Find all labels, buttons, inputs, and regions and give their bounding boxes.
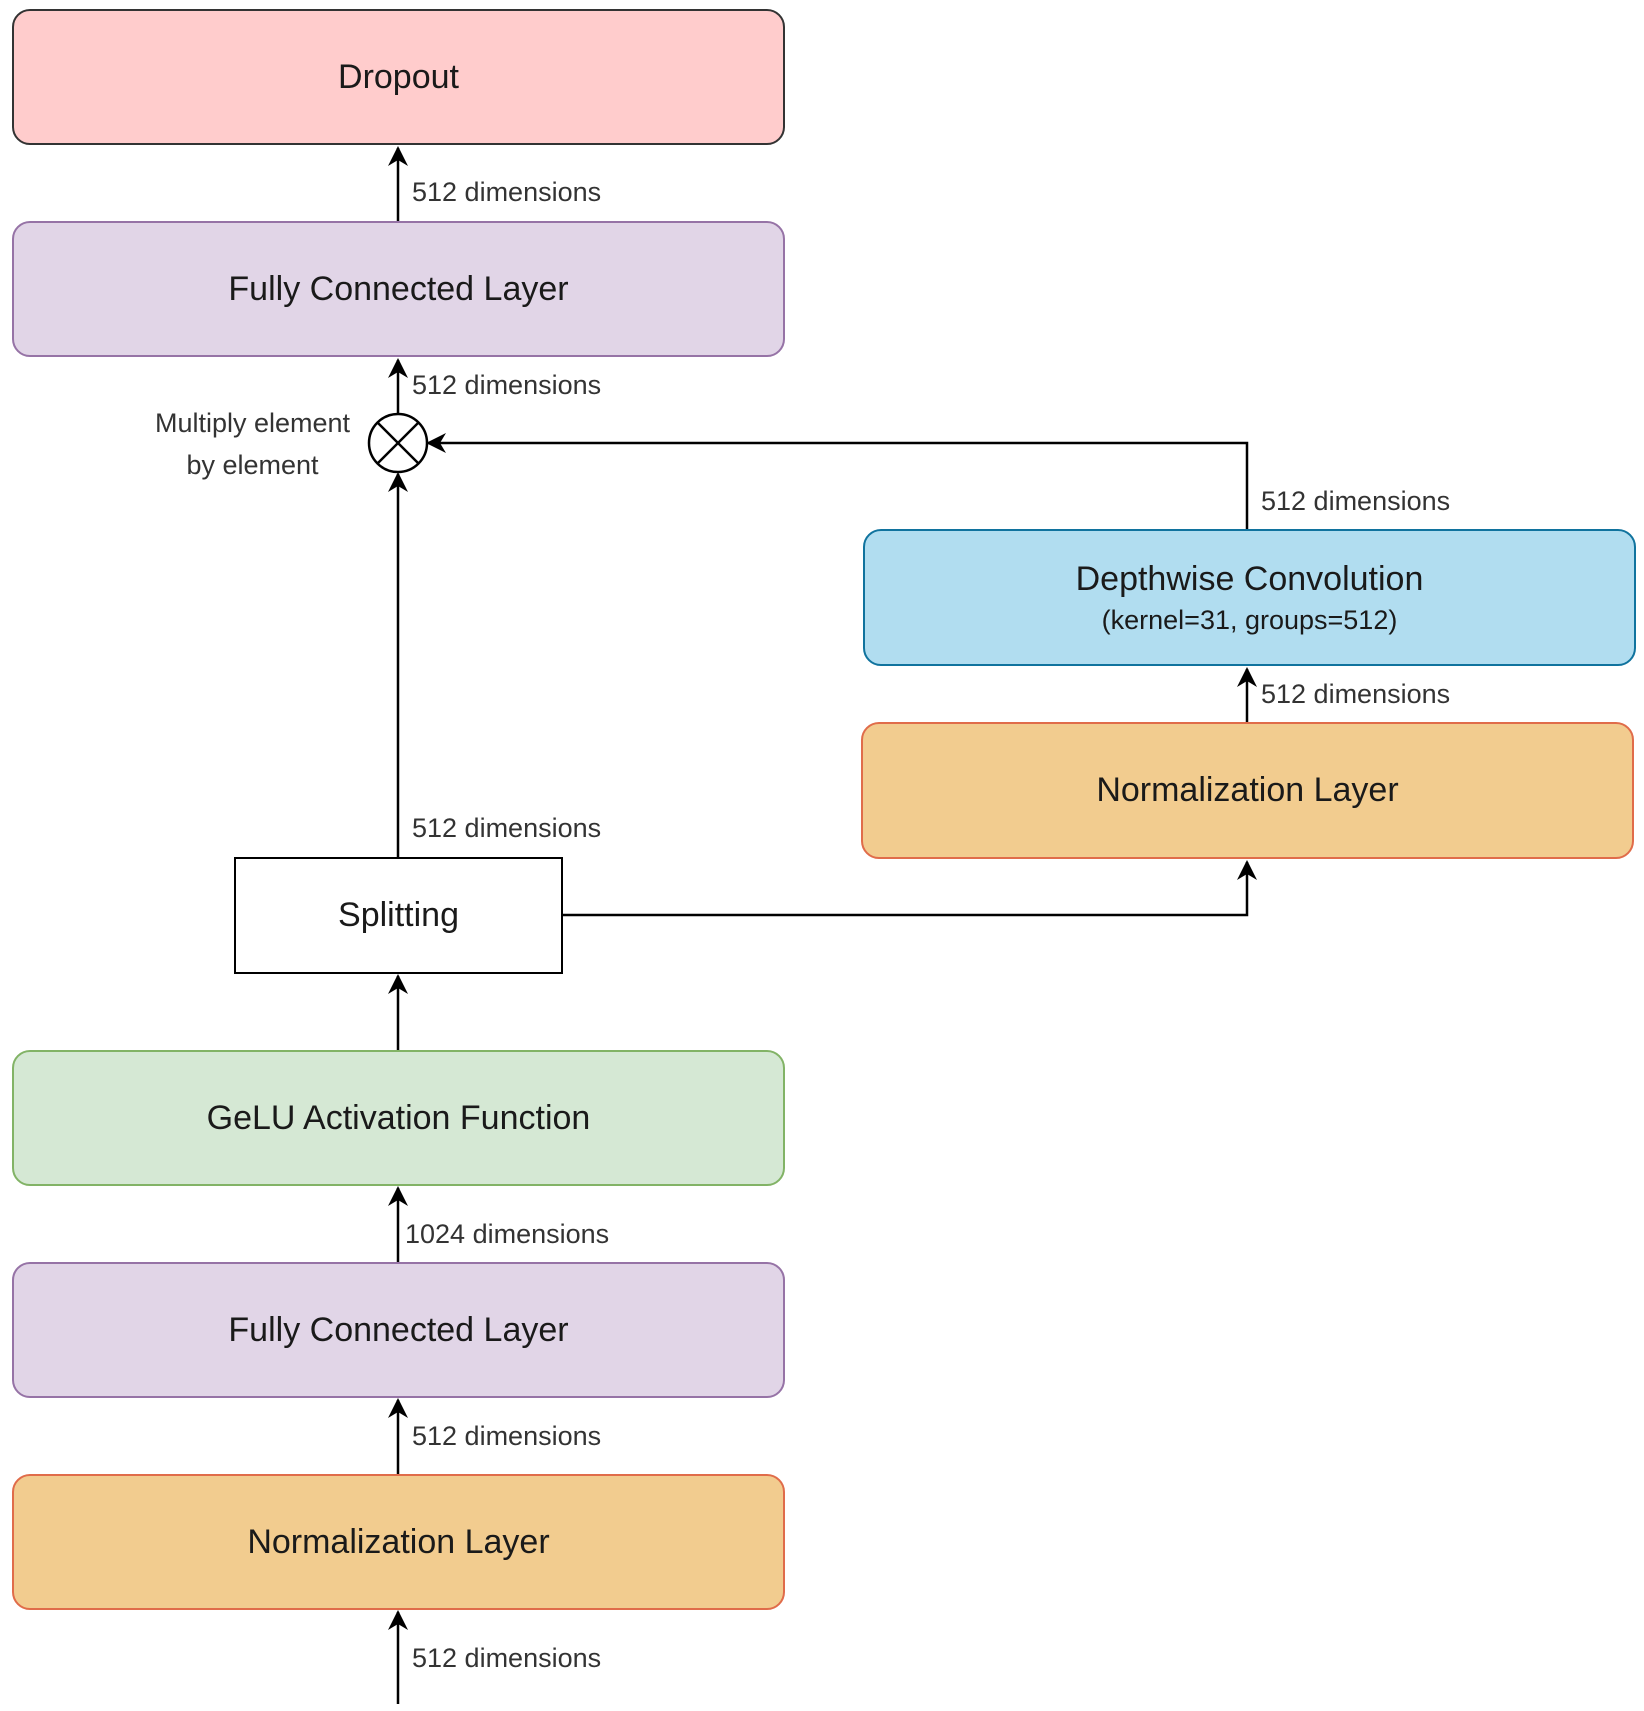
gelu-node: GeLU Activation Function — [12, 1050, 785, 1186]
edge-label-splitting-to-multiply: 512 dimensions — [412, 813, 602, 843]
splitting-label: Splitting — [338, 896, 459, 934]
fully-connected-top-label: Fully Connected Layer — [228, 269, 569, 308]
depthwise-convolution-node: Depthwise Convolution (kernel=31, groups… — [863, 529, 1636, 666]
edge-label-fc-top-to-dropout: 512 dimensions — [412, 177, 602, 207]
depthwise-convolution-label: Depthwise Convolution — [1075, 559, 1424, 598]
fully-connected-bottom-node: Fully Connected Layer — [12, 1262, 785, 1398]
dropout-label: Dropout — [338, 57, 459, 96]
dropout-node: Dropout — [12, 9, 785, 145]
multiply-caption-line1: Multiply element — [154, 408, 351, 438]
multiply-caption-line2: by element — [186, 450, 319, 480]
edge-splitting-to-norm-right — [562, 860, 1257, 917]
edge-label-multiply-to-fc-top: 512 dimensions — [412, 370, 602, 400]
normalization-right-label: Normalization Layer — [1096, 771, 1399, 809]
edge-label-norm-right-to-conv: 512 dimensions — [1261, 679, 1451, 709]
multiply-caption: Multiply element by element — [140, 402, 365, 486]
edge-label-fc-bottom-to-gelu: 1024 dimensions — [405, 1219, 610, 1249]
edge-conv-to-multiply — [426, 433, 1249, 529]
gelu-label: GeLU Activation Function — [206, 1098, 591, 1137]
edge-label-input-to-norm: 512 dimensions — [412, 1643, 602, 1673]
normalization-bottom-label: Normalization Layer — [247, 1522, 550, 1561]
normalization-bottom-node: Normalization Layer — [12, 1474, 785, 1610]
normalization-right-node: Normalization Layer — [861, 722, 1634, 859]
fully-connected-top-node: Fully Connected Layer — [12, 221, 785, 357]
edge-label-norm-to-fc-bottom: 512 dimensions — [412, 1421, 602, 1451]
multiply-circle-icon — [367, 412, 429, 474]
depthwise-convolution-params: (kernel=31, groups=512) — [1101, 604, 1398, 635]
edge-label-conv-to-multiply: 512 dimensions — [1261, 486, 1451, 516]
splitting-node: Splitting — [234, 857, 563, 974]
fully-connected-bottom-label: Fully Connected Layer — [228, 1310, 569, 1349]
